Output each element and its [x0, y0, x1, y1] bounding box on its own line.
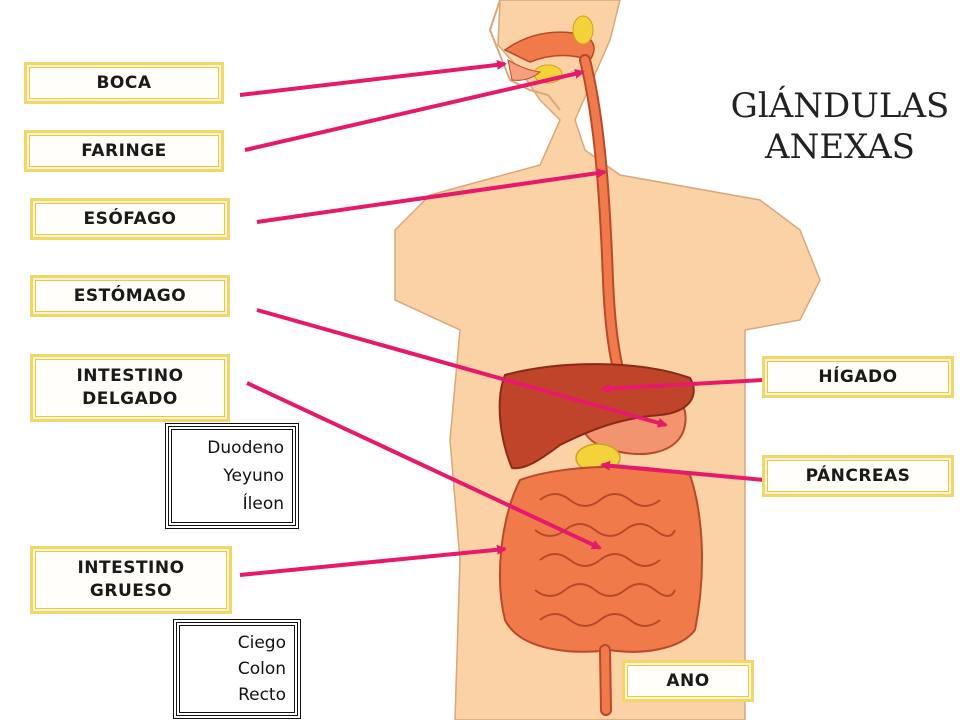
label-estomago: ESTÓMAGO [30, 275, 230, 317]
part-yeyuno: Yeyuno [223, 466, 284, 486]
label-intestino-delgado: INTESTINO DELGADO [30, 354, 230, 422]
label-higado-text: HÍGADO [818, 366, 898, 387]
label-faringe: FARINGE [24, 130, 224, 172]
head-profile [488, 0, 561, 111]
mouth-area [507, 59, 542, 81]
title-line-1: GlÁNDULAS [730, 86, 950, 126]
arrow-higado [600, 378, 765, 394]
part-recto: Recto [238, 685, 286, 705]
part-duodeno: Duodeno [207, 438, 284, 458]
arrow-faringe [244, 68, 585, 152]
large-intestine-parts-box: Ciego Colon Recto [176, 622, 298, 716]
arrow-intestino-delgado [246, 381, 602, 550]
small-intestine-coils [534, 493, 676, 627]
arrow-boca [239, 59, 507, 97]
small-intestine-parts-box: Duodeno Yeyuno Íleon [168, 426, 296, 526]
part-colon: Colon [237, 659, 286, 679]
label-intestino-delgado-line2: DELGADO [82, 389, 178, 409]
label-intestino-delgado-line1: INTESTINO [76, 366, 184, 387]
part-ciego: Ciego [237, 633, 286, 653]
label-higado: HÍGADO [762, 356, 954, 398]
label-boca: BOCA [24, 62, 224, 104]
arrow-estomago [256, 308, 668, 428]
arrow-esofago [256, 168, 607, 224]
arrow-pancreas [600, 460, 765, 482]
label-faringe-text: FARINGE [81, 140, 167, 161]
label-pancreas-text: PÁNCREAS [805, 465, 911, 486]
nasal-cavity [503, 31, 595, 63]
label-intestino-grueso-line2: GRUESO [89, 581, 173, 601]
label-intestino-grueso: INTESTINO GRUESO [30, 546, 232, 614]
label-ano-text: ANO [666, 670, 710, 691]
arrow-intestino-grueso [239, 544, 507, 577]
torso-silhouette [394, 0, 821, 720]
label-esofago-text: ESÓFAGO [83, 208, 177, 229]
label-estomago-text: ESTÓMAGO [73, 285, 187, 306]
title-line-2: ANEXAS [765, 126, 915, 167]
title-glandulas-anexas: GlÁNDULAS ANEXAS [720, 86, 960, 168]
label-boca-text: BOCA [96, 72, 152, 93]
label-ano: ANO [622, 660, 754, 702]
part-ileon: Íleon [242, 494, 284, 514]
tonsil-gland [572, 15, 594, 45]
label-intestino-grueso-line1: INTESTINO [77, 558, 185, 579]
pointer-arrows [239, 59, 765, 577]
label-pancreas: PÁNCREAS [762, 455, 954, 497]
label-esofago: ESÓFAGO [30, 198, 230, 240]
